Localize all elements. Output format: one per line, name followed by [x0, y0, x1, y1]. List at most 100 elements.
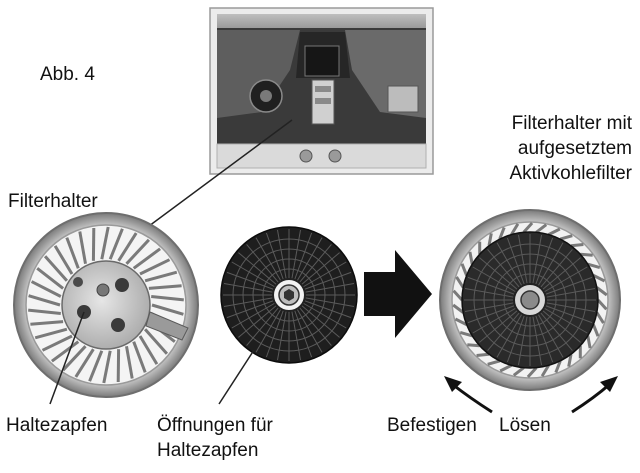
grille-spoke [88, 350, 104, 382]
grille-spoke [452, 289, 464, 302]
grille-spoke [452, 303, 465, 314]
filter-sector-line [298, 244, 332, 284]
release-arrow-icon [600, 376, 618, 392]
filter-sector-line [543, 307, 588, 334]
filter-sector-line [467, 276, 516, 295]
grille-spoke [139, 258, 171, 276]
grille-spoke [595, 286, 608, 297]
grille-spoke [108, 228, 124, 260]
holder-with-filter-image [439, 209, 621, 391]
grille-spoke [540, 364, 550, 377]
filter-sector-line [294, 309, 313, 358]
filter-sector-line [479, 257, 519, 291]
filter-sector-line [294, 232, 313, 281]
filter-sector-line [543, 266, 588, 293]
filter-sector-line [518, 315, 528, 366]
grille-spoke [43, 255, 69, 282]
mounted-filter-cells [464, 234, 596, 366]
grille-spoke [586, 335, 592, 349]
grille-spoke [595, 311, 605, 324]
filter-sector-line [544, 305, 593, 324]
attach-arrow-curve [451, 382, 493, 414]
grille-spoke [144, 270, 178, 283]
filter-sector-line [487, 249, 521, 289]
retaining-pin-2 [115, 278, 129, 292]
grille-spoke [28, 294, 61, 307]
grille-spoke [53, 245, 74, 275]
filter-sector-line [532, 234, 542, 285]
grille-spoke [41, 334, 73, 352]
grille-spoke [62, 345, 87, 372]
filter-sector-line [535, 314, 554, 363]
filter-sector-line [231, 261, 276, 288]
filter-sector-line [303, 300, 352, 319]
grille-spoke [454, 317, 468, 326]
filter-sector-line [246, 244, 280, 284]
filter-sector-line [496, 242, 523, 287]
grille-spoke [499, 364, 513, 373]
grille-spoke [587, 262, 601, 270]
grille-spoke [65, 237, 80, 269]
grille-spoke [487, 359, 501, 366]
hood-photo [209, 7, 434, 175]
grille-spoke [102, 350, 112, 384]
grille-spoke [580, 252, 593, 257]
grille-spoke [596, 298, 608, 311]
grille-spoke [78, 231, 87, 265]
grille-spoke [459, 330, 473, 338]
filter-sector-line [296, 308, 323, 353]
grille-spoke [526, 366, 538, 379]
filter-sector-line [518, 234, 528, 285]
grille-spoke [460, 263, 468, 276]
filter-sector-line [539, 311, 573, 351]
attach-arrow-icon [444, 376, 462, 392]
grille-spoke [547, 227, 561, 236]
label-retaining-pin: Haltezapfen [6, 415, 108, 436]
filter-sector-line [472, 266, 517, 293]
grille-spoke [455, 276, 465, 289]
grille-spoke [559, 234, 573, 241]
filter-sector-line [296, 237, 323, 282]
filter-sector-line [537, 242, 564, 287]
grille-spoke [522, 221, 534, 234]
grille-spoke [125, 238, 150, 265]
filter-sector-line [265, 309, 284, 358]
grille-spoke [487, 233, 493, 246]
filter-sector-line [496, 313, 523, 358]
leader-line-pin [49, 311, 85, 405]
filter-sector-line [544, 276, 593, 295]
carbon-filter-image [220, 226, 358, 364]
filter-sector-line [223, 283, 274, 293]
grille-spoke [592, 324, 600, 337]
grille-spoke [148, 284, 182, 290]
filter-holder-image [13, 212, 199, 398]
filter-sector-line [467, 305, 516, 324]
filter-sector-line [238, 252, 278, 286]
grille-spoke [567, 354, 573, 367]
filter-sector-line [464, 302, 515, 312]
grille-spoke [138, 335, 159, 365]
filter-sector-line [479, 309, 519, 343]
grille-spoke [143, 328, 169, 355]
filter-sector-line [223, 297, 274, 307]
holder-grille-right [452, 221, 608, 379]
filter-sector-line [539, 249, 573, 289]
grille-spoke [151, 295, 184, 302]
label-openings-line-2: Haltezapfen [157, 440, 259, 461]
filter-sector-line [304, 283, 355, 293]
grille-spoke [476, 352, 490, 357]
grille-spoke [498, 226, 506, 240]
label-openings-line-1: Öffnungen für [157, 415, 273, 436]
filter-sector-line [302, 302, 347, 329]
filter-sector-line [300, 252, 340, 286]
filter-sector-line [487, 311, 521, 351]
grille-spoke [100, 226, 110, 260]
label-filter-holder: Filterhalter [8, 191, 98, 212]
filter-sector-line [472, 307, 517, 334]
filter-sector-line [246, 306, 280, 346]
grille-spoke [468, 251, 474, 265]
grille-spoke [510, 223, 520, 236]
holder-grille [28, 226, 184, 384]
label-release: Lösen [499, 415, 551, 436]
